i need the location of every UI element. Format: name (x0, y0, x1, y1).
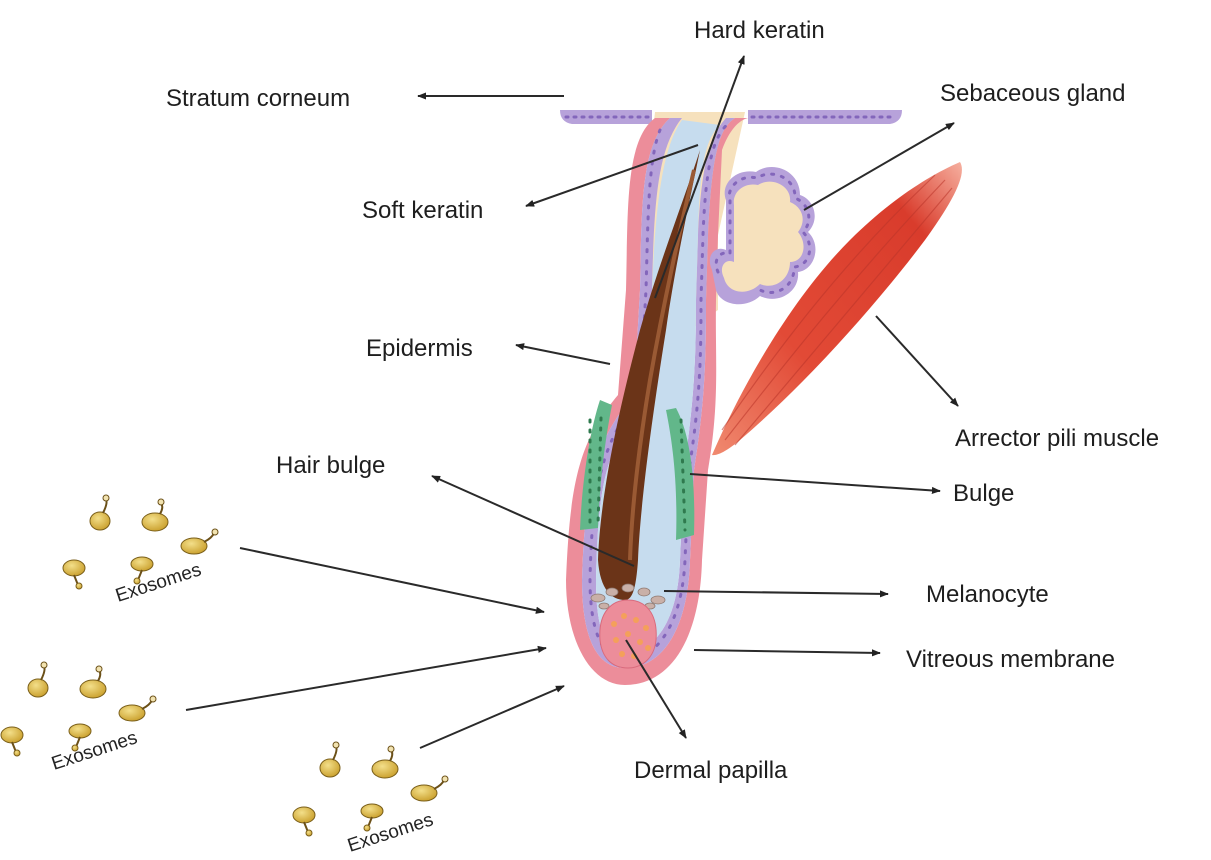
label-arrector-pili-muscle: Arrector pili muscle (955, 425, 1159, 452)
label-bulge: Bulge (953, 480, 1014, 507)
sebaceous-gland-inner (721, 181, 804, 292)
label-vitreous-membrane: Vitreous membrane (906, 646, 1115, 673)
arrow-arrector-pili (875, 315, 959, 407)
arrow-dermal-papilla (625, 639, 687, 739)
label-hard-keratin: Hard keratin (694, 17, 825, 44)
arrow-soft-keratin (525, 144, 699, 207)
label-melanocyte: Melanocyte (926, 581, 1049, 608)
label-sebaceous-gland: Sebaceous gland (940, 80, 1125, 107)
label-dermal-papilla: Dermal papilla (634, 757, 788, 784)
bulge-right (666, 408, 695, 540)
bulge-dots (588, 416, 687, 532)
exosome-label: Exosomes (345, 809, 436, 856)
arrow-bulge (689, 473, 941, 495)
arrow-epidermis (515, 343, 611, 365)
arrow-exosomes-1 (239, 547, 545, 614)
arrow-hard-keratin (654, 55, 745, 299)
label-soft-keratin: Soft keratin (362, 197, 483, 224)
exosome-group-3: Exosomes (292, 741, 449, 857)
arrow-exosomes-2 (185, 645, 547, 711)
label-stratum-corneum: Stratum corneum (166, 85, 350, 112)
melanocyte-cells (590, 583, 666, 610)
exosome-group-1: Exosomes (62, 494, 219, 607)
arrector-pili-muscle-shape (712, 162, 962, 456)
vitreous-membrane-layer (582, 118, 735, 668)
epidermis-layer (566, 118, 748, 685)
label-arrows (185, 55, 959, 749)
label-hair-bulge: Hair bulge (276, 452, 385, 479)
arrow-exosomes-3 (419, 685, 565, 749)
arrow-hair-bulge (431, 475, 635, 567)
muscle-fibers (721, 174, 953, 446)
arrow-sebaceous-gland (803, 122, 955, 211)
arrow-melanocyte (663, 590, 889, 598)
sebaceous-dots (714, 172, 812, 294)
exosome-label: Exosomes (113, 559, 204, 606)
hair-follicle-anatomy (560, 110, 962, 685)
structure-labels: Hard keratin Stratum corneum Sebaceous g… (166, 17, 1159, 784)
exosome-label: Exosomes (49, 727, 140, 774)
skin-surface (560, 110, 902, 124)
arrow-vitreous-membrane (693, 649, 881, 657)
label-epidermis: Epidermis (366, 335, 473, 362)
exosome-group-2: Exosomes (0, 661, 157, 775)
bulge-left (580, 400, 612, 530)
